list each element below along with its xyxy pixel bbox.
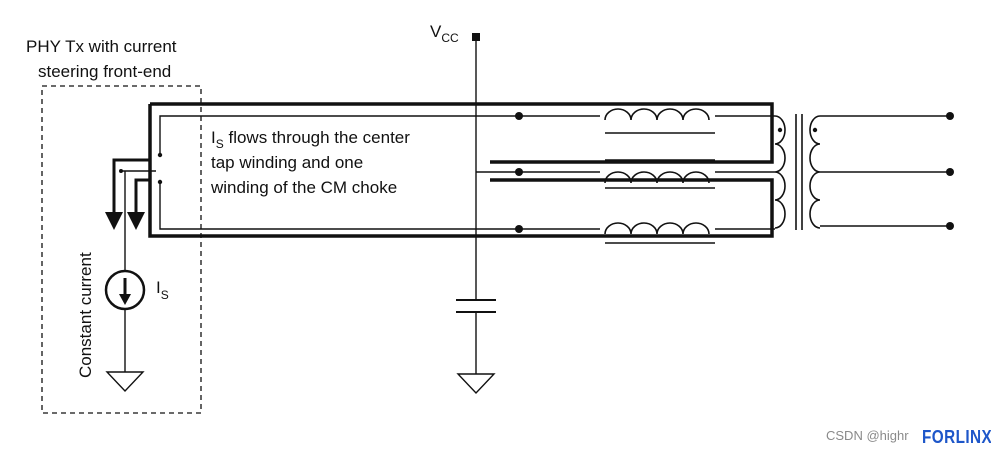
junction-dots [515, 112, 523, 233]
current-path-switch-2 [134, 178, 150, 215]
phy-dashed-box [41, 85, 202, 414]
annotation-line3: winding of the CM choke [210, 178, 397, 197]
current-source-arrowhead [119, 294, 131, 305]
transformer-polarity-dot-right [812, 127, 818, 133]
forlinx-logo: FORLINX [922, 427, 991, 447]
switch-contacts [119, 152, 163, 185]
watermark-text: CSDN @highr [826, 428, 909, 443]
current-path-switch [112, 158, 150, 215]
phy-title-line2: steering front-end [38, 62, 171, 81]
ground-symbol-right [456, 373, 496, 395]
current-arrow-right [127, 212, 145, 230]
current-path-inner [148, 104, 774, 238]
vcc-terminal [472, 33, 480, 41]
current-path-outer [150, 102, 774, 164]
transformer-polarity-dot-left [777, 127, 783, 133]
vcc-label: VCC [430, 22, 459, 45]
current-arrow-left [105, 212, 123, 230]
constant-current-label: Constant current [76, 252, 95, 378]
cm-choke [604, 108, 715, 244]
output-terminals [946, 112, 954, 230]
phy-title-line1: PHY Tx with current [26, 37, 177, 56]
ground-symbol-left [105, 371, 145, 393]
source-is-label: IS [156, 278, 169, 302]
signal-wires [159, 115, 950, 230]
annotation-line2: tap winding and one [211, 153, 363, 172]
annotation-line1: IS flows through the center [211, 128, 410, 151]
transformer [774, 114, 821, 230]
